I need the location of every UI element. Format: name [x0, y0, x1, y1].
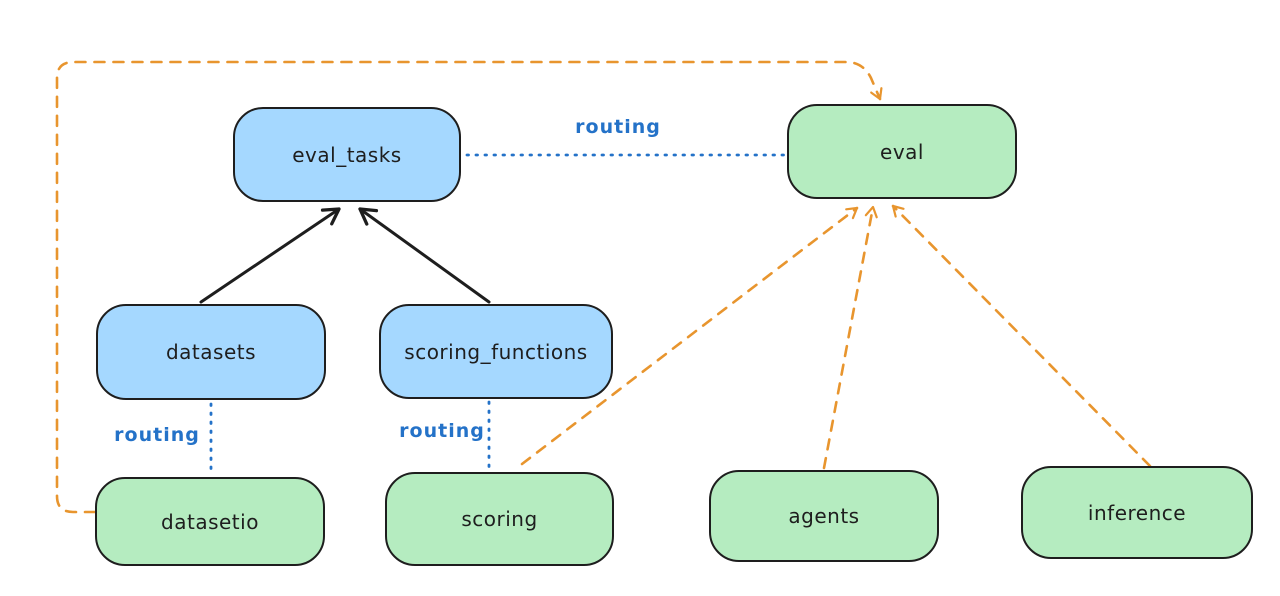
node-eval: eval — [787, 104, 1017, 199]
node-eval-tasks-label: eval_tasks — [292, 142, 402, 167]
node-datasets-label: datasets — [165, 340, 257, 364]
node-scoring-functions-label: scoring_functions — [404, 339, 588, 364]
node-datasetio: datasetio — [95, 477, 325, 566]
node-datasets: datasets — [96, 304, 326, 400]
node-agents-label: agents — [788, 504, 860, 528]
node-scoring-label: scoring — [461, 507, 538, 531]
node-inference: inference — [1021, 466, 1253, 559]
edge-label-routing-eval-tasks-eval: routing — [575, 116, 661, 138]
node-eval-label: eval — [880, 139, 924, 164]
edge-label-routing-scoring-functions-scoring: routing — [399, 420, 485, 442]
edge-scoring_functions-to-eval_tasks — [358, 207, 491, 304]
node-scoring: scoring — [385, 472, 614, 566]
edge-label-routing-datasets-datasetio: routing — [114, 424, 200, 446]
node-agents: agents — [709, 470, 939, 562]
node-inference-label: inference — [1087, 500, 1187, 525]
node-scoring-functions: scoring_functions — [379, 304, 613, 399]
node-datasetio-label: datasetio — [161, 509, 259, 534]
node-eval-tasks: eval_tasks — [233, 107, 461, 202]
edge-inference-to-eval — [891, 204, 1152, 468]
edge-datasets-to-eval_tasks — [199, 207, 341, 304]
edge-agents-to-eval — [822, 205, 878, 470]
